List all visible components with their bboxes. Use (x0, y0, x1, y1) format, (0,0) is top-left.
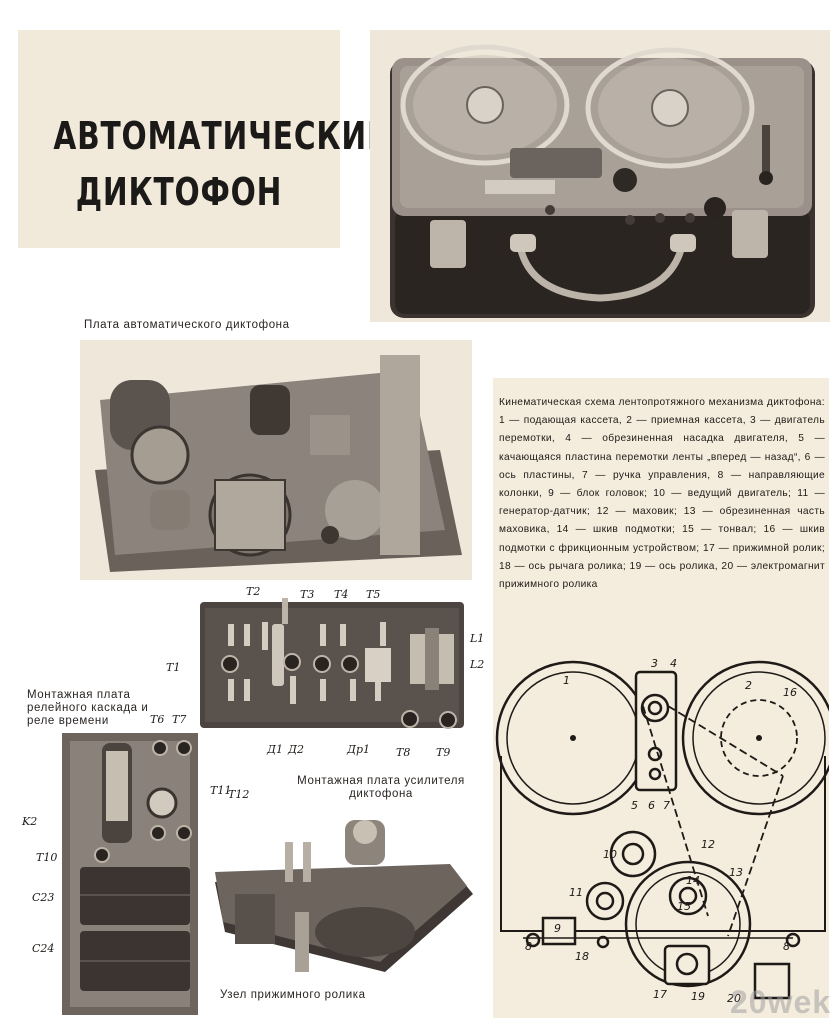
kinematic-description: Кинематическая схема лентопротяжного мех… (499, 397, 825, 591)
label-l1: L1 (470, 632, 485, 645)
label-t6: T6 (150, 713, 165, 726)
caption-amplifier-board: Монтажная плата усилителя диктофона (297, 775, 465, 800)
diagram-num-12: 12 (701, 838, 715, 851)
label-d1: Д1 (267, 743, 283, 756)
diagram-num-18: 18 (575, 950, 589, 963)
diagram-num-16: 16 (783, 686, 797, 699)
diagram-num-2: 2 (745, 679, 752, 692)
label-t7: T7 (172, 713, 187, 726)
diagram-num-4: 4 (670, 657, 677, 670)
watermark: 20wek (730, 984, 832, 1020)
title-line-1: АВТОМАТИЧЕСКИЙ (53, 114, 393, 158)
label-t10: T10 (36, 851, 58, 864)
diagram-num-11: 11 (569, 886, 583, 899)
diagram-num-9: 9 (554, 922, 561, 935)
diagram-num-15: 15 (677, 900, 691, 913)
label-t11: T11 (210, 784, 232, 797)
label-t2: T2 (246, 585, 261, 598)
kinematic-panel: Кинематическая схема лентопротяжного мех… (493, 378, 829, 1018)
label-t4: T4 (334, 588, 349, 601)
caption-board-auto: Плата автоматического диктофона (84, 319, 290, 331)
pressure-roller-photo (215, 812, 477, 984)
diagram-num-6: 5 (631, 799, 638, 812)
diagram-num-8-right: 8 (783, 940, 790, 953)
label-c24: C24 (32, 942, 55, 955)
diagram-num-20: 20 (727, 992, 741, 1005)
diagram-num-3: 3 (651, 657, 658, 670)
diagram-num-5: 7 (663, 799, 670, 812)
diagram-num-13: 13 (729, 866, 743, 879)
label-k2: K2 (22, 815, 38, 828)
label-t5: T5 (366, 588, 381, 601)
label-d2: Д2 (288, 743, 304, 756)
caption-relay-board: Монтажная плата релейного каскада и реле… (27, 689, 149, 727)
label-t9: T9 (436, 746, 451, 759)
relay-board-photo (62, 733, 198, 1015)
diagram-num-1: 1 (563, 674, 570, 687)
label-c23: C23 (32, 891, 55, 904)
diagram-num-10: 10 (603, 848, 617, 861)
kinematic-diagram (495, 660, 829, 1000)
label-t3: T3 (300, 588, 315, 601)
diagram-num-19: 19 (691, 990, 705, 1003)
tape-recorder-photo (370, 30, 830, 322)
diagram-num-7: 6 (648, 799, 655, 812)
caption-pressure-roller: Узел прижимного ролика (220, 989, 366, 1001)
label-t12: T12 (228, 788, 250, 801)
label-t1: T1 (166, 661, 181, 674)
amplifier-board-photo (200, 584, 475, 740)
diagram-num-14: 14 (686, 874, 700, 887)
circuit-board-photo (80, 340, 472, 580)
diagram-num-17: 17 (653, 988, 667, 1001)
label-t8: T8 (396, 746, 411, 759)
label-l2: L2 (470, 658, 485, 671)
label-dr1: Др1 (347, 743, 370, 756)
title-line-2: ДИКТОФОН (75, 170, 283, 214)
title-block: АВТОМАТИЧЕСКИЙ ДИКТОФОН (18, 30, 393, 248)
diagram-num-8-left: 8 (525, 940, 532, 953)
